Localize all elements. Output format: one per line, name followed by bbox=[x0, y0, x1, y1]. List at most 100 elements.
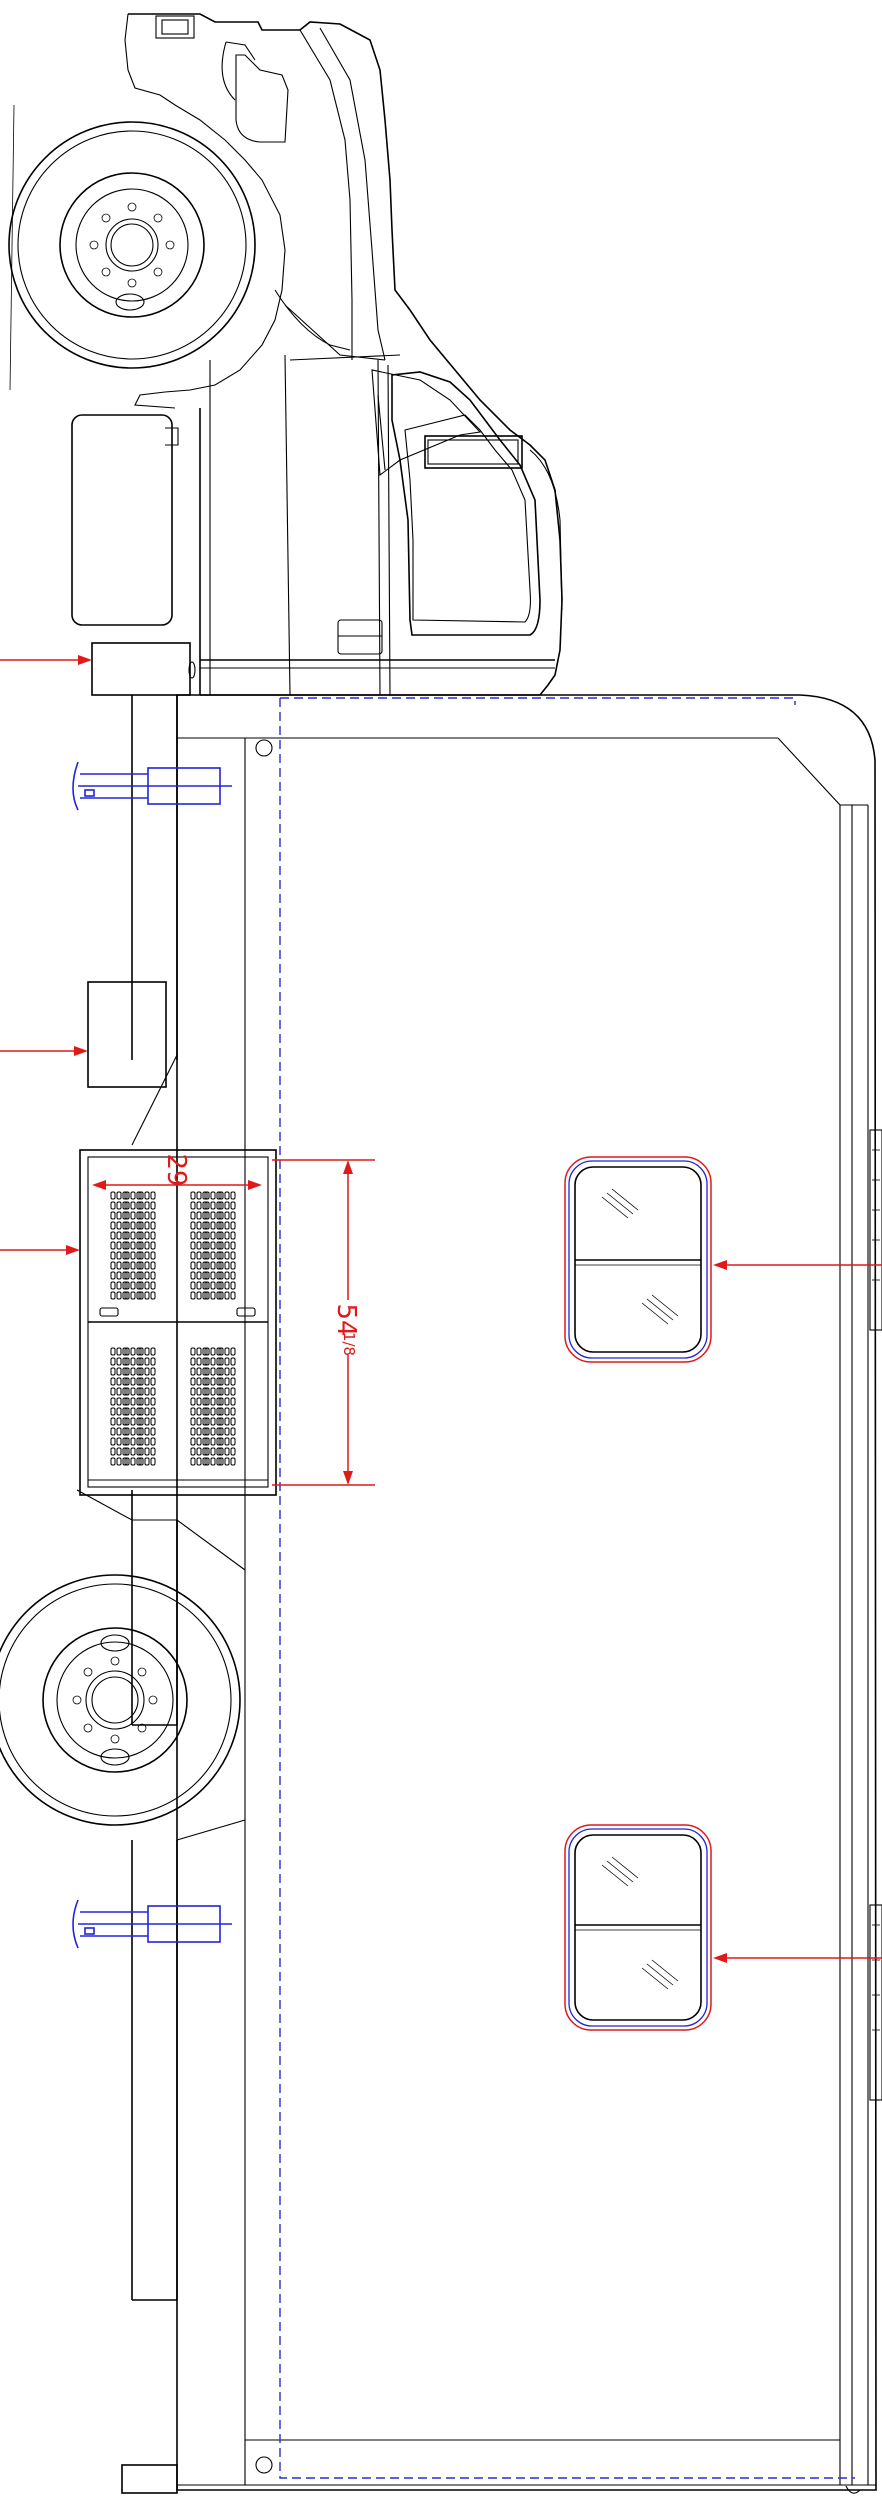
vent-slot bbox=[116, 1211, 122, 1220]
vent-slot bbox=[144, 1191, 150, 1200]
vent-slot bbox=[218, 1407, 224, 1416]
vent-slot bbox=[190, 1407, 196, 1416]
vent-slot bbox=[190, 1191, 196, 1200]
vent-slot bbox=[218, 1251, 224, 1260]
vent-slot bbox=[230, 1437, 236, 1446]
vent-slot bbox=[150, 1221, 156, 1230]
vent-slot bbox=[210, 1437, 216, 1446]
vent-slot bbox=[130, 1357, 136, 1366]
vent-slot bbox=[110, 1211, 116, 1220]
vent-slot bbox=[230, 1261, 236, 1270]
vent-slot bbox=[150, 1417, 156, 1426]
vent-slot bbox=[124, 1281, 130, 1290]
vent-slot bbox=[124, 1271, 130, 1280]
vent-slot bbox=[210, 1387, 216, 1396]
vent-slot bbox=[224, 1291, 230, 1300]
vent-slot bbox=[190, 1231, 196, 1240]
vent-slot bbox=[138, 1377, 144, 1386]
vent-slot bbox=[196, 1211, 202, 1220]
side-window-2 bbox=[564, 1824, 712, 2031]
vent-slot bbox=[190, 1261, 196, 1270]
vent-slot bbox=[138, 1241, 144, 1250]
vent-slot bbox=[224, 1447, 230, 1456]
vent-slot bbox=[190, 1291, 196, 1300]
vent-slot bbox=[130, 1347, 136, 1356]
vent-slot bbox=[230, 1407, 236, 1416]
vent-slot bbox=[218, 1261, 224, 1270]
vent-slot bbox=[224, 1211, 230, 1220]
vent-slot bbox=[204, 1231, 210, 1240]
vent-slot bbox=[196, 1281, 202, 1290]
vent-slot bbox=[116, 1427, 122, 1436]
vent-slot bbox=[144, 1241, 150, 1250]
vent-slot bbox=[138, 1347, 144, 1356]
vent-slot bbox=[204, 1417, 210, 1426]
vent-slot bbox=[190, 1437, 196, 1446]
vent-slot bbox=[218, 1387, 224, 1396]
vent-slot bbox=[218, 1367, 224, 1376]
vent-slot bbox=[138, 1357, 144, 1366]
vent-slot bbox=[150, 1397, 156, 1406]
vent-slot bbox=[144, 1211, 150, 1220]
vent-slot bbox=[218, 1447, 224, 1456]
vent-slot bbox=[116, 1437, 122, 1446]
vent-slot bbox=[224, 1377, 230, 1386]
height-dimension: 54 1/8 bbox=[272, 1159, 375, 1486]
vent-slot bbox=[210, 1397, 216, 1406]
vent-slot bbox=[204, 1457, 210, 1466]
vent-slot bbox=[210, 1347, 216, 1356]
vent-slot bbox=[218, 1221, 224, 1230]
vent-slot bbox=[224, 1397, 230, 1406]
vent-slot bbox=[196, 1347, 202, 1356]
vent-slot bbox=[190, 1251, 196, 1260]
vent-slot bbox=[230, 1417, 236, 1426]
vent-slot bbox=[210, 1427, 216, 1436]
vent-slot bbox=[204, 1347, 210, 1356]
vent-slot bbox=[196, 1261, 202, 1270]
vent-slot bbox=[144, 1347, 150, 1356]
callout-arrows bbox=[0, 655, 882, 1963]
vent-slot bbox=[150, 1437, 156, 1446]
vent-slot bbox=[218, 1291, 224, 1300]
vent-slot bbox=[230, 1271, 236, 1280]
vent-slot bbox=[130, 1191, 136, 1200]
vent-slot bbox=[190, 1447, 196, 1456]
vent-slot bbox=[110, 1437, 116, 1446]
vent-slot bbox=[130, 1427, 136, 1436]
vent-slot bbox=[138, 1387, 144, 1396]
vent-slot bbox=[124, 1241, 130, 1250]
vent-slot bbox=[224, 1281, 230, 1290]
vent-slot bbox=[138, 1407, 144, 1416]
vent-slot bbox=[110, 1377, 116, 1386]
vent-slot bbox=[196, 1251, 202, 1260]
vent-slot bbox=[230, 1397, 236, 1406]
vent-slot bbox=[190, 1347, 196, 1356]
vent-slot bbox=[230, 1221, 236, 1230]
outrigger-front bbox=[72, 761, 232, 811]
vent-slot bbox=[218, 1201, 224, 1210]
corner-marker bbox=[845, 2485, 861, 2494]
vent-slot bbox=[218, 1241, 224, 1250]
vent-slot bbox=[138, 1281, 144, 1290]
vent-slot bbox=[124, 1261, 130, 1270]
vent-slot bbox=[138, 1367, 144, 1376]
vent-slot bbox=[144, 1251, 150, 1260]
vent-slot bbox=[204, 1447, 210, 1456]
vent-slot bbox=[130, 1241, 136, 1250]
vent-slot bbox=[218, 1191, 224, 1200]
vent-slot bbox=[210, 1447, 216, 1456]
vent-slot bbox=[110, 1417, 116, 1426]
vent-slot bbox=[138, 1437, 144, 1446]
vent-slot bbox=[204, 1291, 210, 1300]
vent-slot bbox=[224, 1221, 230, 1230]
vent-slot bbox=[230, 1211, 236, 1220]
vent-slot bbox=[130, 1457, 136, 1466]
vent-slot bbox=[218, 1347, 224, 1356]
vent-slot bbox=[116, 1261, 122, 1270]
vent-slot bbox=[150, 1281, 156, 1290]
vent-slot bbox=[196, 1397, 202, 1406]
vent-slot bbox=[230, 1357, 236, 1366]
vent-slot bbox=[210, 1291, 216, 1300]
vent-slot bbox=[116, 1191, 122, 1200]
vent-slot bbox=[196, 1357, 202, 1366]
